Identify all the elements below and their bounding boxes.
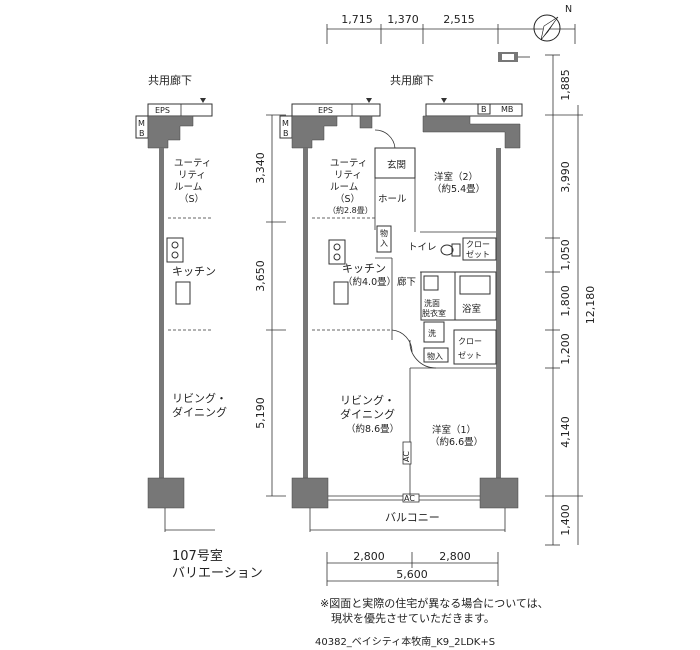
corridor-label-left: 共用廊下 bbox=[148, 73, 192, 87]
closet1-label-2: ゼット bbox=[466, 249, 490, 259]
hall-label: ホール bbox=[378, 194, 407, 205]
rouka-label: 廊下 bbox=[397, 276, 416, 288]
variation-plan: 共用廊下 EPS M B ユーティ リティ ルーム （S） キッチン リビング・… bbox=[135, 73, 227, 532]
mb-label-left: M bbox=[138, 119, 145, 128]
utility-label-left-3: ルーム bbox=[174, 182, 202, 193]
ac-label-balcony: AC bbox=[404, 494, 415, 503]
toilet-label: トイレ bbox=[408, 242, 437, 253]
top-dim-2: 1,370 bbox=[387, 13, 419, 26]
corridor-label-main: 共用廊下 bbox=[390, 73, 434, 87]
kitchen-label-main: キッチン bbox=[342, 262, 386, 275]
disclaimer-line-1: ※図面と実際の住宅が異なる場合については、 bbox=[320, 597, 549, 610]
monoire2-label: 物入 bbox=[427, 351, 443, 361]
right-dim-total: 12,180 bbox=[584, 286, 597, 325]
right-dim-6: 4,140 bbox=[559, 416, 572, 448]
genkan-label: 玄関 bbox=[387, 159, 406, 171]
closet2-label-1: クロー bbox=[458, 337, 482, 346]
variation-label: バリエーション bbox=[172, 566, 263, 581]
utility-label-left-1: ユーティ bbox=[174, 158, 211, 169]
closet2-label-2: ゼット bbox=[458, 350, 482, 360]
right-dim-7: 1,400 bbox=[559, 504, 572, 536]
yokushitsu-label: 浴室 bbox=[462, 303, 481, 315]
senmen-label-1: 洗面 bbox=[424, 298, 440, 308]
variation-room: 107号室 bbox=[172, 549, 223, 564]
plan-code: 40382_ベイシティ本牧南_K9_2LDK+S bbox=[315, 637, 496, 648]
bottom-dimension-line: 2,800 2,800 5,600 bbox=[326, 550, 499, 586]
youshitsu2-size: （約5.4畳） bbox=[432, 183, 485, 195]
right-dim-3: 1,050 bbox=[559, 239, 572, 271]
bottom-dim-1: 2,800 bbox=[353, 550, 385, 563]
disclaimer-note: ※図面と実際の住宅が異なる場合については、 現状を優先させていただきます。 bbox=[320, 596, 549, 626]
balcony-label: バルコニー bbox=[385, 511, 440, 524]
disclaimer-line-2: 現状を優先させていただきます。 bbox=[331, 612, 495, 625]
monoire1-label-2: 入 bbox=[380, 239, 388, 248]
top-dim-3: 2,515 bbox=[443, 13, 475, 26]
sen-label: 洗 bbox=[428, 328, 436, 338]
upper-mb-box bbox=[498, 52, 530, 62]
top-dimension-line: 1,715 1,370 2,515 bbox=[326, 13, 576, 44]
utility-label-main-4: （S） bbox=[335, 193, 360, 205]
mb-label-right: MB bbox=[501, 105, 513, 114]
eps-label-main: EPS bbox=[318, 106, 333, 115]
right-dim-4: 1,800 bbox=[559, 285, 572, 317]
utility-label-main-2: リティ bbox=[334, 170, 362, 181]
living-label-main-2: ダイニング bbox=[340, 407, 395, 421]
monoire1-label-1: 物 bbox=[380, 228, 388, 238]
living-label-main-1: リビング・ bbox=[340, 393, 395, 407]
b-label: B bbox=[481, 105, 487, 114]
utility-label-left-2: リティ bbox=[178, 170, 206, 181]
eps-label-left: EPS bbox=[155, 106, 170, 115]
right-dim-2: 3,990 bbox=[559, 161, 572, 193]
utility-label-main-1: ユーティ bbox=[330, 158, 367, 169]
right-dim-1: 1,885 bbox=[559, 69, 572, 101]
kitchen-size: （約4.0畳） bbox=[343, 276, 396, 288]
closet1-label-1: クロー bbox=[466, 240, 490, 249]
ac-label-living: AC bbox=[402, 451, 411, 462]
left-dim-2: 3,650 bbox=[254, 260, 267, 292]
main-plan: 共用廊下 EPS B MB M B AC バルコニー ユーティ bbox=[279, 73, 523, 532]
svg-text:B: B bbox=[139, 129, 145, 138]
left-dim-3: 5,190 bbox=[254, 397, 267, 429]
youshitsu2-label: 洋室（2） bbox=[434, 171, 478, 183]
living-size: （約8.6畳） bbox=[346, 423, 399, 435]
top-dim-1: 1,715 bbox=[341, 13, 373, 26]
kitchen-label-left: キッチン bbox=[172, 265, 216, 278]
youshitsu1-label: 洋室（1） bbox=[432, 424, 476, 436]
living-label-left-2: ダイニング bbox=[172, 405, 227, 419]
right-dim-5: 1,200 bbox=[559, 333, 572, 365]
utility-size-main: （約2.8畳） bbox=[328, 205, 373, 215]
north-label: N bbox=[565, 4, 572, 15]
left-dimension-line: 3,340 3,650 5,190 bbox=[254, 114, 286, 497]
utility-label-main-3: ルーム bbox=[330, 182, 358, 193]
living-label-left-1: リビング・ bbox=[172, 391, 227, 405]
north-arrow-icon: N bbox=[533, 4, 572, 42]
variation-caption: 107号室 バリエーション bbox=[172, 548, 263, 582]
left-dim-1: 3,340 bbox=[254, 152, 267, 184]
youshitsu1-size: （約6.6畳） bbox=[430, 436, 483, 448]
svg-text:B: B bbox=[283, 129, 289, 138]
right-dimension-line: 1,885 3,990 1,050 1,800 1,200 4,140 1,40… bbox=[545, 54, 597, 546]
senmen-label-2: 脱衣室 bbox=[422, 308, 446, 318]
mb-label-main: M bbox=[282, 119, 289, 128]
utility-label-left-4: （S） bbox=[179, 193, 204, 205]
bottom-dim-total: 5,600 bbox=[396, 568, 428, 581]
bottom-dim-2: 2,800 bbox=[439, 550, 471, 563]
